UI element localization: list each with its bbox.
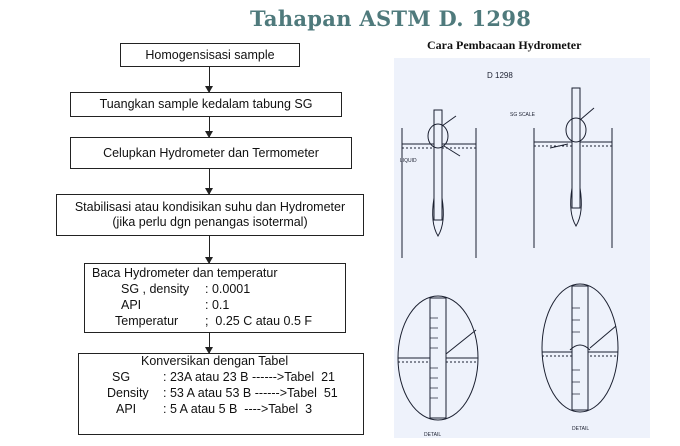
step-stabilisasi-line1: Stabilisasi atau kondisikan suhu dan Hyd… <box>74 200 346 214</box>
step-tuangkan-text: Tuangkan sample kedalam tabung SG <box>99 97 313 111</box>
figure-subtitle: Cara Pembacaan Hydrometer <box>427 38 582 52</box>
konversi-value-density: : 53 A atau 53 B ------>Tabel 51 <box>163 386 338 400</box>
konversi-value-api: : 5 A atau 5 B ---->Tabel 3 <box>163 402 313 416</box>
step-homogenisasi: Homogensisasi sample <box>120 43 300 67</box>
konversi-label-sg: SG <box>112 370 131 384</box>
page-title: Tahapan ASTM D. 1298 <box>250 6 532 31</box>
arrow-3 <box>205 169 213 195</box>
baca-label-api: API <box>121 298 142 312</box>
arrow-1 <box>205 67 213 93</box>
step-tuangkan: Tuangkan sample kedalam tabung SG <box>70 92 342 117</box>
step-celupkan: Celupkan Hydrometer dan Termometer <box>70 137 352 169</box>
arrow-4 <box>205 236 213 264</box>
label-sg-scale: SG SCALE <box>510 112 536 118</box>
hydrometer-reading-figure: D 1298 LIQUID SG SCALE <box>394 58 650 438</box>
step-homogenisasi-text: Homogensisasi sample <box>145 47 275 62</box>
step-baca-hydrometer: Baca Hydrometer dan temperatur SG , dens… <box>84 263 346 333</box>
label-detail-right: DETAIL <box>572 426 589 432</box>
step-stabilisasi-line2: (jika perlu dgn penangas isotermal) <box>112 215 308 229</box>
konversi-heading: Konversikan dengan Tabel <box>141 354 289 368</box>
baca-heading: Baca Hydrometer dan temperatur <box>92 266 278 280</box>
step-stabilisasi: Stabilisasi atau kondisikan suhu dan Hyd… <box>56 194 364 236</box>
step-celupkan-text: Celupkan Hydrometer dan Termometer <box>103 145 319 160</box>
hydrometer-drawing: D 1298 LIQUID SG SCALE <box>397 71 619 438</box>
konversi-label-api: API <box>116 402 137 416</box>
konversi-label-density: Density <box>107 386 149 400</box>
baca-value-temp: ; 0.25 C atau 0.5 F <box>205 314 313 328</box>
baca-label-temp: Temperatur <box>115 314 179 328</box>
label-liquid: LIQUID <box>400 158 417 164</box>
label-detail-left: DETAIL <box>424 432 441 438</box>
arrow-2 <box>205 117 213 138</box>
konversi-value-sg: : 23A atau 23 B ------>Tabel 21 <box>163 370 335 384</box>
baca-value-sg: : 0.0001 <box>205 282 251 296</box>
figure-header: D 1298 <box>487 71 513 80</box>
step-konversi: Konversikan dengan Tabel SG : 23A atau 2… <box>78 353 364 435</box>
arrow-5 <box>205 333 213 354</box>
baca-value-api: : 0.1 <box>205 298 230 312</box>
baca-label-sg: SG , density <box>121 282 190 296</box>
